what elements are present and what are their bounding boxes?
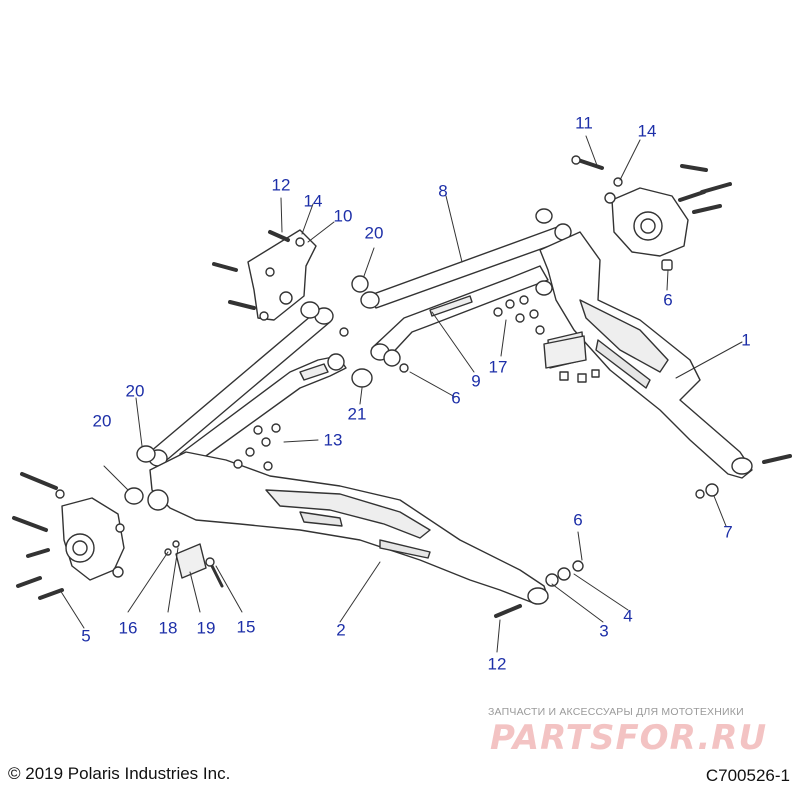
callout-18: 18 [158, 618, 178, 638]
callout-16: 16 [118, 618, 138, 638]
callout-12-lower: 12 [487, 654, 507, 674]
trailing-arm-right [539, 231, 753, 479]
callout-7: 7 [723, 522, 733, 542]
callout-6-lower: 6 [573, 510, 583, 530]
knuckle-right [571, 155, 732, 271]
callout-21: 21 [347, 404, 367, 424]
callout-20-top: 20 [364, 223, 384, 243]
lower-radius-rod-right [370, 265, 549, 361]
lower-radius-rod-left [179, 353, 347, 467]
mounting-plate [212, 229, 317, 321]
small-hardware [164, 295, 792, 618]
callout-14-right: 14 [637, 121, 657, 141]
callout-20-mid: 20 [125, 381, 145, 401]
watermark-logo: PARTSFOR.RU [490, 718, 768, 758]
callout-3: 3 [599, 621, 609, 641]
upper-radius-rod-right [360, 223, 572, 309]
callout-9: 9 [471, 371, 481, 391]
callout-4: 4 [623, 606, 633, 626]
callout-13: 13 [323, 430, 343, 450]
callout-12-upper: 12 [271, 175, 291, 195]
trailing-arm-left [147, 451, 549, 605]
callout-5: 5 [81, 626, 91, 646]
leader-lines [59, 135, 743, 653]
diagram-code: C700526-1 [705, 766, 790, 785]
bushings-right [351, 208, 553, 388]
callout-17: 17 [488, 357, 508, 377]
bushings-left [124, 301, 349, 505]
knuckle-left [12, 472, 125, 600]
watermark-tagline: ЗАПЧАСТИ И АКСЕССУАРЫ ДЛЯ МОТОТЕХНИКИ [488, 706, 744, 718]
copyright-text: © 2019 Polaris Industries Inc. [8, 764, 231, 783]
callout-20-low: 20 [92, 411, 112, 431]
callout-15: 15 [236, 617, 256, 637]
callout-19: 19 [196, 618, 216, 638]
upper-radius-rod-left [148, 307, 334, 467]
callout-10: 10 [333, 206, 353, 226]
callout-11: 11 [575, 113, 593, 133]
callout-8: 8 [438, 181, 448, 201]
callout-1: 1 [741, 330, 751, 350]
callout-6-right: 6 [663, 290, 673, 310]
callout-6-center: 6 [451, 388, 461, 408]
callout-2: 2 [336, 620, 346, 640]
callout-14-left: 14 [303, 191, 323, 211]
